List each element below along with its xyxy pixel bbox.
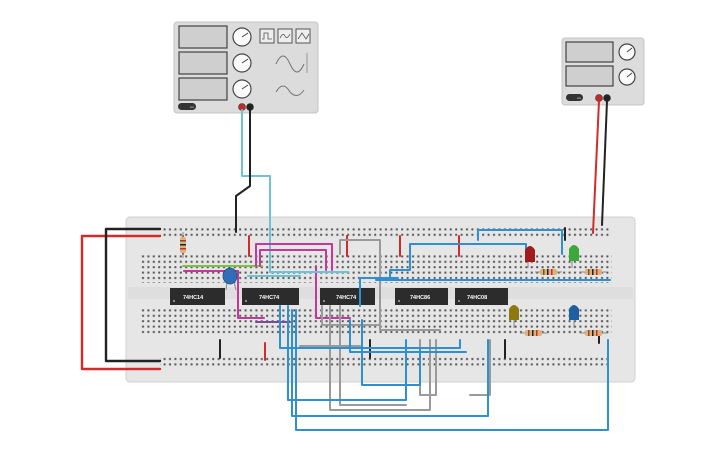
wire-blue[interactable]: [349, 319, 467, 353]
led-yellow[interactable]: [509, 305, 519, 328]
bottom-rail-holes[interactable]: [160, 356, 610, 368]
display-amplitude: [178, 51, 228, 75]
ps-power-button[interactable]: [566, 94, 583, 101]
chip-label: 74HC14: [183, 295, 204, 301]
wire-black-rail-loop[interactable]: [104, 227, 162, 363]
ic-74hc74-b[interactable]: 74HC74: [320, 288, 375, 305]
current-display: [565, 65, 614, 87]
resistor[interactable]: [535, 269, 562, 275]
sine-wave-button[interactable]: [295, 28, 311, 44]
fg-power-label: on: [190, 105, 194, 109]
wire-gray[interactable]: [469, 339, 491, 396]
display-offset: [178, 77, 228, 101]
led-red[interactable]: [525, 246, 535, 268]
wire-blue[interactable]: [287, 305, 407, 401]
top-rail-holes[interactable]: [160, 226, 610, 237]
ic-74hc14[interactable]: 74HC14: [170, 288, 225, 305]
wire-red-rail-loop[interactable]: [80, 234, 162, 371]
ps-power-label: on: [577, 96, 581, 100]
led-green[interactable]: [569, 245, 579, 268]
wire-magenta[interactable]: [255, 243, 333, 271]
ic-74hc08[interactable]: 74HC08: [455, 288, 508, 305]
capacitor[interactable]: [222, 267, 238, 291]
wire-blue[interactable]: [295, 309, 609, 431]
wire-gray[interactable]: [321, 305, 381, 326]
wire-magenta[interactable]: [259, 249, 327, 271]
chip-label: 74HC74: [336, 295, 357, 301]
resistor[interactable]: [180, 232, 186, 258]
triangle-wave-button[interactable]: [277, 28, 293, 44]
voltage-display: [565, 41, 614, 63]
display-frequency: [178, 25, 228, 49]
square-wave-button[interactable]: [259, 28, 275, 44]
chip-label: 74HC86: [410, 295, 430, 301]
resistor[interactable]: [580, 330, 608, 336]
wire-fg-negative[interactable]: [235, 109, 251, 233]
wire-ps-negative[interactable]: [601, 100, 608, 226]
wire-blue[interactable]: [389, 243, 527, 281]
wire-gray[interactable]: [339, 305, 407, 406]
resistor[interactable]: [520, 330, 547, 336]
function-generator[interactable]: on: [173, 21, 319, 114]
wire-blue[interactable]: [477, 229, 563, 255]
ic-74hc86[interactable]: 74HC86: [395, 288, 448, 305]
wire-magenta[interactable]: [237, 270, 265, 319]
sine-wave-icon: [297, 32, 310, 40]
wire-blue[interactable]: [359, 277, 399, 307]
wire-blue[interactable]: [279, 305, 461, 349]
wire-ps-positive[interactable]: [592, 100, 600, 234]
led-blue[interactable]: [569, 305, 579, 328]
square-wave-icon: [262, 32, 272, 40]
chip-label: 74HC74: [259, 295, 280, 301]
wire-magenta[interactable]: [315, 265, 351, 319]
wire-gray[interactable]: [329, 305, 431, 411]
triangle-wave-icon: [279, 33, 291, 39]
ic-74hc74-a[interactable]: 74HC74: [242, 288, 299, 305]
wire-fg-positive[interactable]: [241, 109, 271, 273]
wire-blue[interactable]: [291, 309, 489, 417]
offset-wave-icon: [275, 85, 305, 96]
chip-label: 74HC08: [467, 295, 487, 301]
fg-power-button[interactable]: [178, 103, 196, 110]
power-supply[interactable]: on: [561, 37, 645, 106]
amplitude-wave-icon: [275, 55, 305, 73]
wire-gray[interactable]: [339, 239, 441, 331]
resistor[interactable]: [580, 269, 607, 275]
